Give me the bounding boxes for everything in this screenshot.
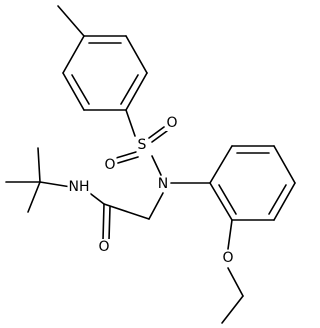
- atom-label-o-sulfonyl-2: O: [104, 157, 115, 173]
- label-backing: [165, 115, 179, 131]
- label-backing: [156, 176, 170, 192]
- phenyl-ring: [209, 145, 296, 221]
- bond-ch2-co: [103, 203, 150, 220]
- label-backing: [136, 137, 148, 153]
- label-backing: [67, 179, 91, 195]
- bond: [148, 126, 165, 139]
- atom-labels: NH O S O O N O: [67, 115, 235, 266]
- label-backing: [97, 239, 111, 255]
- bond-ch2-ch3: [221, 295, 244, 324]
- bond: [57, 5, 85, 37]
- atom-label-n: N: [158, 176, 168, 192]
- label-backing: [103, 157, 117, 173]
- bond: [125, 72, 148, 111]
- bond-n-ch2: [148, 192, 164, 220]
- atom-label-o-ether: O: [222, 250, 233, 266]
- bond-s-n: [151, 155, 162, 176]
- bond-nh-tbu: [39, 181, 72, 188]
- atom-label-o-amide: O: [98, 239, 109, 255]
- double-bond-inner: [218, 184, 237, 215]
- structure-diagram: NH O S O O N O: [5, 5, 296, 324]
- bond: [115, 151, 137, 159]
- atom-label-nh: NH: [69, 179, 90, 195]
- bond: [151, 130, 168, 143]
- bond: [273, 145, 296, 184]
- atom-label-s: S: [138, 137, 147, 153]
- bond: [273, 182, 296, 221]
- bond: [125, 35, 148, 74]
- bond: [62, 72, 85, 111]
- bond: [37, 147, 41, 183]
- double-bond-inner: [71, 74, 90, 105]
- tolyl-ring: [57, 5, 148, 111]
- bond-o-ch2: [227, 267, 244, 297]
- bond-co-2: [108, 206, 111, 241]
- double-bond-inner: [120, 74, 139, 105]
- bond-ring-o: [227, 219, 233, 250]
- bond: [27, 181, 41, 213]
- tert-butyl: [5, 147, 41, 213]
- bond-ring-s: [125, 109, 136, 137]
- bond: [209, 145, 233, 184]
- label-backing: [221, 250, 235, 266]
- bond: [62, 35, 85, 74]
- atom-label-o-sulfonyl-1: O: [166, 115, 177, 131]
- double-bond-inner: [268, 184, 287, 215]
- bond: [117, 156, 139, 164]
- bond: [209, 182, 233, 221]
- bond-co: [102, 203, 105, 241]
- sulfonyl-bonds: [115, 126, 168, 164]
